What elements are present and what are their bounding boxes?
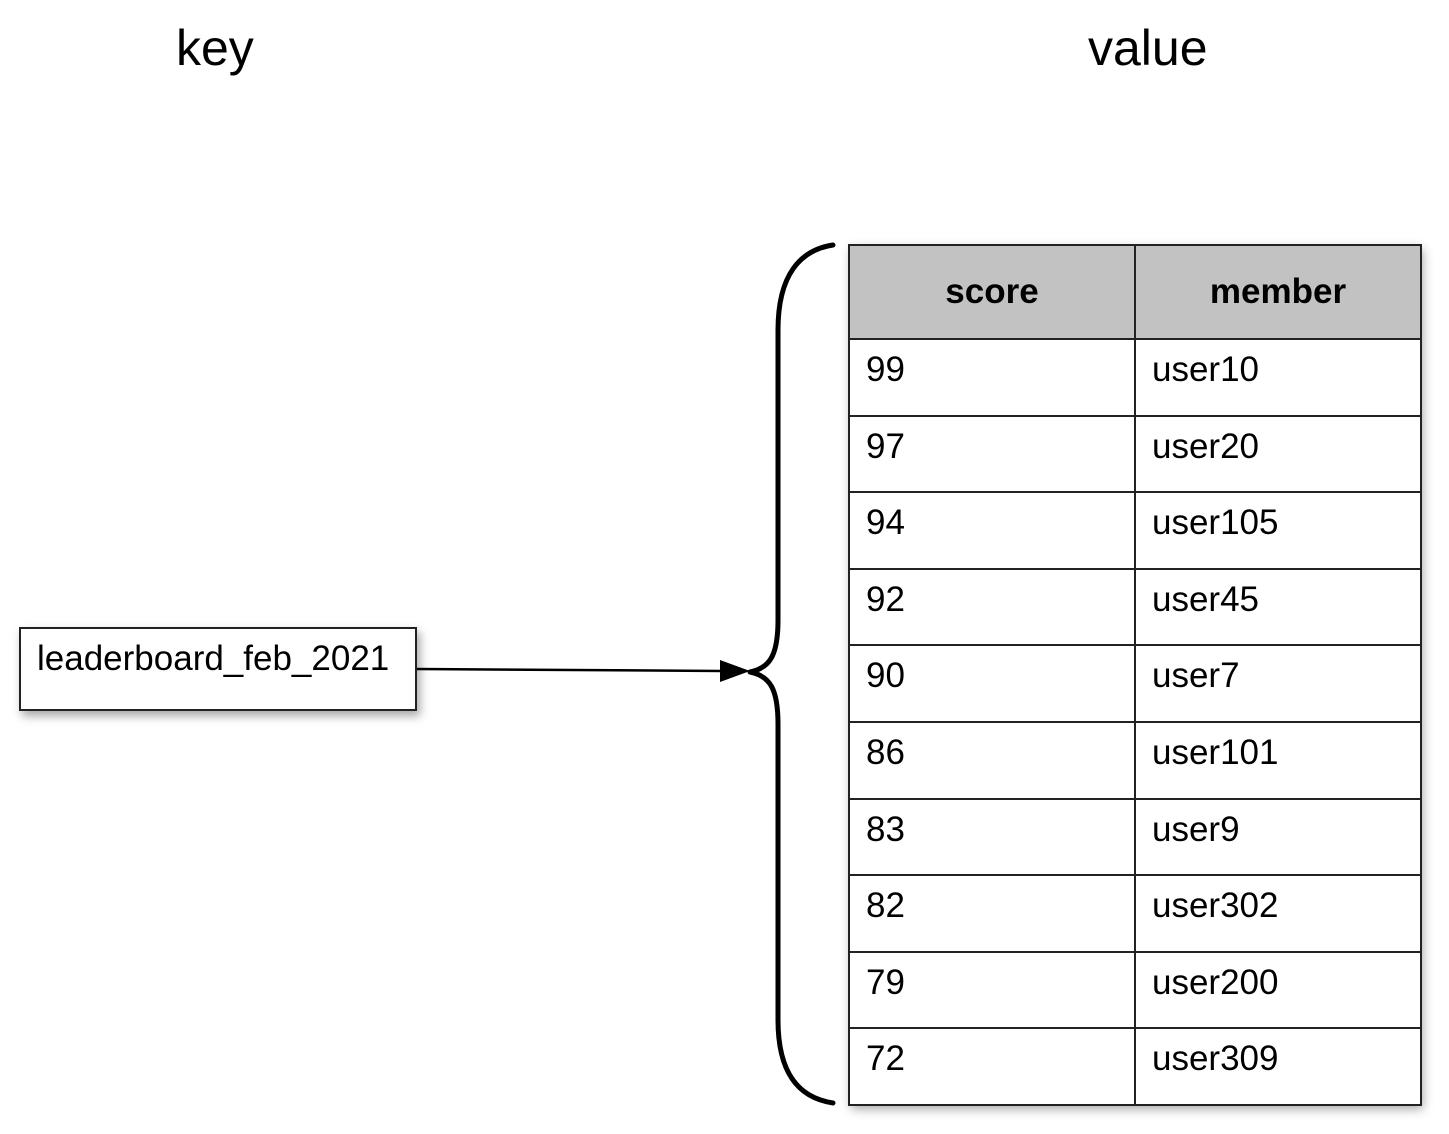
member-cell: user302	[1134, 874, 1422, 953]
score-cell: 72	[848, 1027, 1136, 1106]
table-row: 72 user309	[848, 1027, 1422, 1106]
member-cell: user20	[1134, 414, 1422, 494]
table-row: 97 user20	[848, 414, 1422, 494]
score-cell: 99	[848, 338, 1136, 417]
key-box: leaderboard_feb_2021	[19, 627, 417, 711]
curly-brace	[747, 242, 836, 1106]
column-header-score: score	[848, 244, 1136, 340]
member-cell: user200	[1134, 950, 1422, 1030]
member-cell: user10	[1134, 338, 1422, 417]
member-cell: user105	[1134, 491, 1422, 570]
key-heading: key	[176, 20, 254, 76]
column-header-member: member	[1134, 244, 1422, 340]
table-header-row: score member	[848, 244, 1422, 340]
score-cell: 83	[848, 797, 1136, 877]
score-cell: 82	[848, 874, 1136, 953]
score-cell: 94	[848, 491, 1136, 570]
table-row: 94 user105	[848, 491, 1422, 570]
key-to-value-arrow	[416, 667, 723, 673]
value-heading: value	[1088, 20, 1208, 76]
table-row: 90 user7	[848, 644, 1422, 723]
table-row: 82 user302	[848, 874, 1422, 953]
member-cell: user7	[1134, 644, 1422, 723]
score-cell: 86	[848, 720, 1136, 800]
score-cell: 79	[848, 950, 1136, 1030]
member-cell: user101	[1134, 720, 1422, 800]
table-row: 83 user9	[848, 797, 1422, 877]
member-cell: user9	[1134, 797, 1422, 877]
sorted-set-table-container: score member 99 user10 97 user20 94 user…	[848, 244, 1422, 1106]
member-cell: user45	[1134, 567, 1422, 647]
score-cell: 97	[848, 414, 1136, 494]
table-row: 86 user101	[848, 720, 1422, 800]
sorted-set-table: score member 99 user10 97 user20 94 user…	[848, 244, 1422, 1106]
arrow-head	[720, 660, 750, 682]
table-row: 79 user200	[848, 950, 1422, 1030]
table-row: 99 user10	[848, 338, 1422, 417]
member-cell: user309	[1134, 1027, 1422, 1106]
score-cell: 92	[848, 567, 1136, 647]
score-cell: 90	[848, 644, 1136, 723]
table-row: 92 user45	[848, 567, 1422, 647]
